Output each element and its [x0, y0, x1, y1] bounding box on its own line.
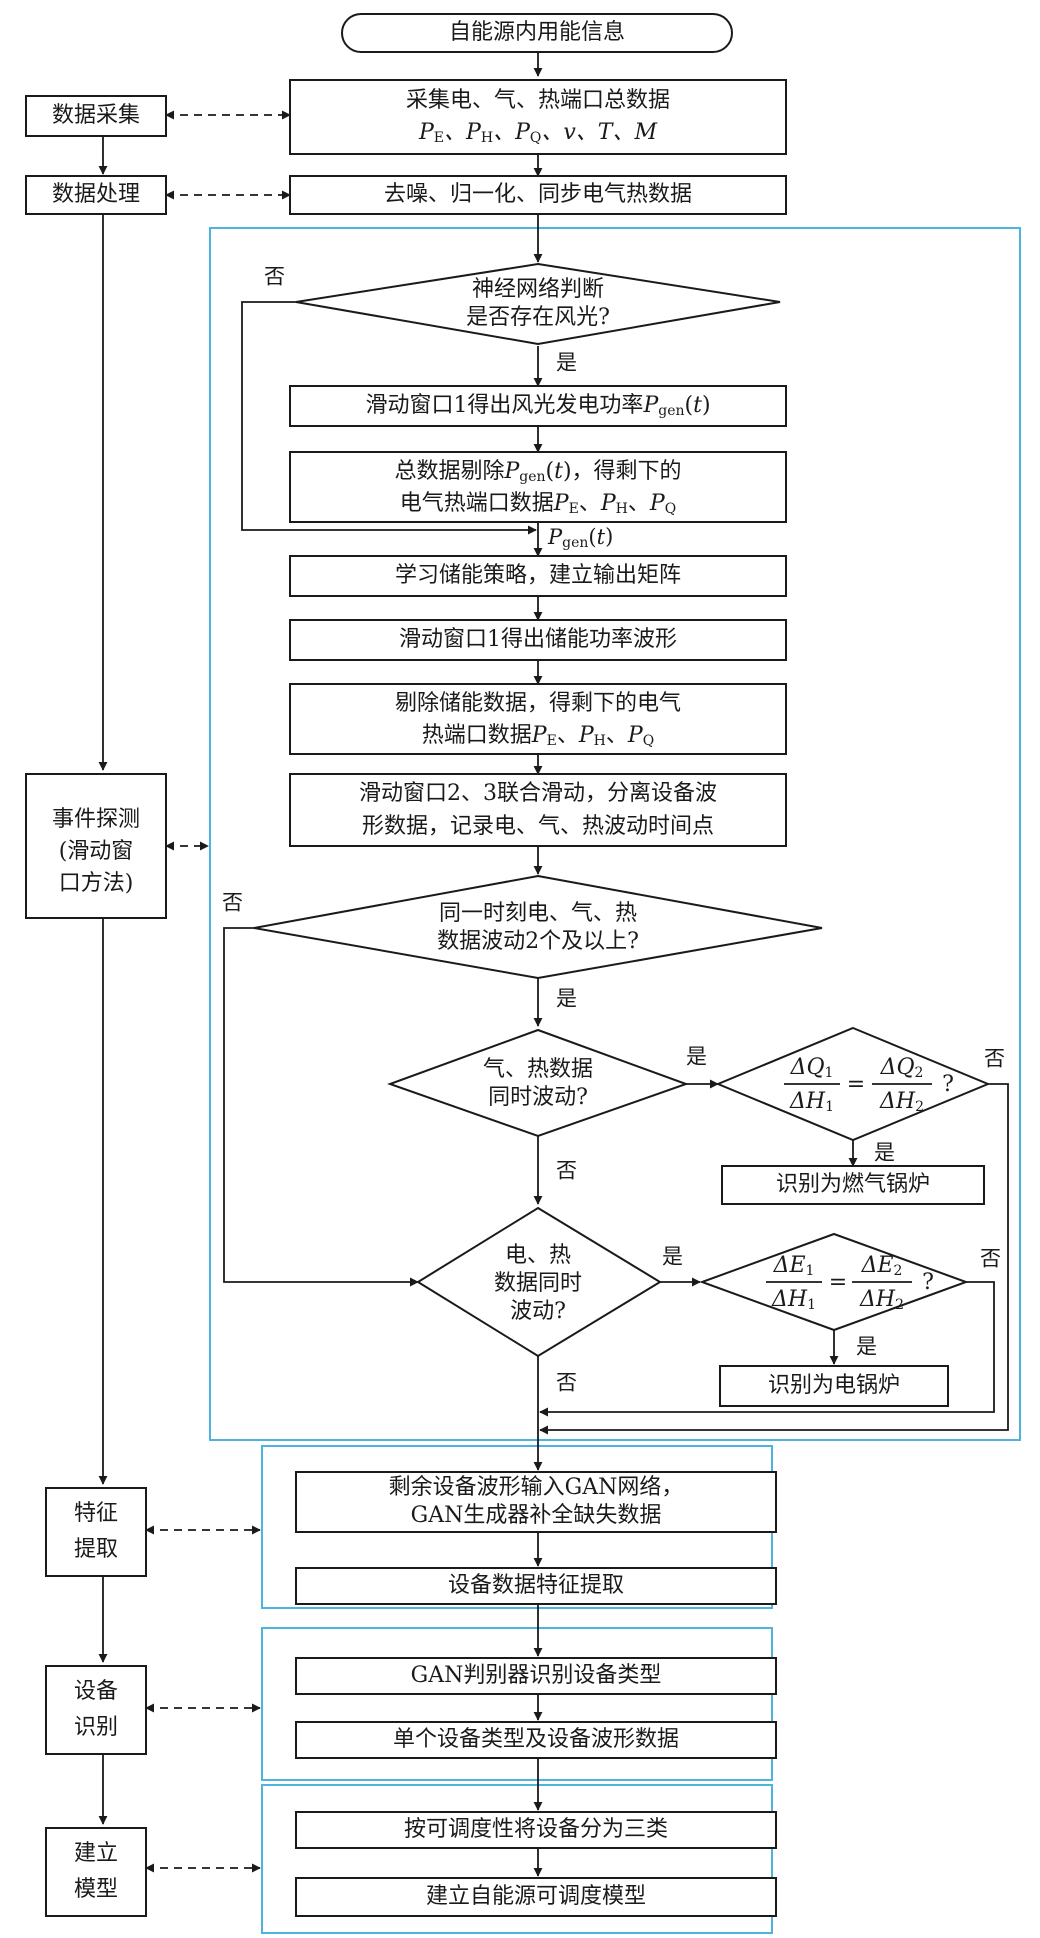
feature-extract-box — [295, 1567, 777, 1605]
decision-gas-heat-line1: 气、热数据 — [483, 1057, 593, 1082]
data-collection-box — [25, 95, 167, 137]
window1-storage-label: 滑动窗口1得出储能功率波形 — [399, 627, 677, 652]
build-model-label: 建立自能源可调度模型 — [426, 1884, 646, 1909]
gan-discriminator-box — [295, 1657, 777, 1695]
device-identification-box — [45, 1665, 147, 1755]
start-terminal-label: 自能源内用能信息 — [449, 20, 625, 45]
start-terminal — [341, 13, 733, 53]
device-identification-frame — [261, 1627, 773, 1781]
electric-boiler-label: 识别为电锅炉 — [768, 1373, 900, 1398]
yes-label-elec-heat: 是 — [662, 1245, 683, 1269]
model-building-box — [45, 1827, 147, 1917]
decision-gas-ratio — [715, 1026, 991, 1142]
no-label-elec-ratio: 否 — [980, 1247, 1001, 1271]
window23-box — [289, 773, 787, 847]
remove-storage-line1: 剔除储能数据，得剩下的电气 — [395, 691, 681, 716]
gas-boiler-box — [721, 1165, 985, 1205]
gan-input-box — [295, 1471, 777, 1533]
model-building-line1: 建立 — [74, 1841, 118, 1866]
svg-text:?: ? — [942, 1072, 954, 1097]
yes-label-gas-heat: 是 — [686, 1045, 707, 1069]
decision-gas-heat — [387, 1028, 689, 1138]
window1-storage-box — [289, 619, 787, 661]
single-device-type-box — [295, 1721, 777, 1759]
window1-generation-label: 滑动窗口1得出风光发电功率Pgen(t) — [365, 393, 710, 419]
denoise-step-label: 去噪、归一化、同步电气热数据 — [384, 182, 692, 207]
remove-storage-box — [289, 683, 787, 755]
decision-elec-heat — [416, 1206, 662, 1358]
classify-label: 按可调度性将设备分为三类 — [404, 1817, 668, 1842]
remove-generation-box — [289, 451, 787, 523]
feature-extraction-box — [45, 1487, 147, 1577]
decision-wind-solar — [295, 262, 781, 346]
data-processing-box — [25, 175, 167, 215]
yes-label-elec-ratio: 是 — [856, 1335, 877, 1359]
decision-elec-heat-line1: 电、热 — [505, 1243, 571, 1268]
remove-generation-line2: 电气热端口数据PE、PH、PQ — [400, 491, 676, 517]
learn-storage-box — [289, 555, 787, 597]
device-identification-line1: 设备 — [74, 1679, 118, 1704]
device-identification-line2: 识别 — [74, 1715, 118, 1740]
learn-storage-label: 学习储能策略，建立输出矩阵 — [395, 563, 681, 588]
decision-elec-heat-line2: 数据同时 — [494, 1271, 582, 1296]
svg-text:?: ? — [922, 1270, 934, 1295]
decision-gas-heat-line2: 同时波动? — [488, 1085, 588, 1110]
event-detection-frame — [209, 227, 1021, 1441]
no-label-gas-heat: 否 — [556, 1159, 577, 1183]
yes-label-multi-fluctuation: 是 — [556, 987, 577, 1011]
no-label-wind-solar: 否 — [264, 265, 285, 289]
gan-input-line1: 剩余设备波形输入GAN网络， — [389, 1475, 684, 1500]
no-label-multi-fluctuation: 否 — [222, 891, 243, 915]
gan-input-line2: GAN生成器补全缺失数据 — [411, 1503, 662, 1528]
decision-wind-solar-line2: 是否存在风光? — [466, 305, 610, 330]
window23-line1: 滑动窗口2、3联合滑动，分离设备波 — [359, 781, 717, 806]
remove-storage-line2: 热端口数据PE、PH、PQ — [422, 723, 654, 749]
data-processing-label: 数据处理 — [52, 182, 140, 207]
no-label-gas-ratio: 否 — [984, 1047, 1005, 1071]
decision-elec-ratio — [699, 1232, 969, 1332]
feature-extraction-line1: 特征 — [74, 1501, 118, 1526]
event-detection-box — [25, 773, 167, 919]
event-detection-line1: 事件探测 — [52, 807, 140, 832]
svg-text:=: = — [829, 1270, 847, 1295]
event-detection-line2: (滑动窗 — [59, 839, 134, 864]
decision-multi-fluctuation-line1: 同一时刻电、气、热 — [439, 901, 637, 926]
electric-boiler-box — [719, 1365, 949, 1407]
no-label-elec-heat: 否 — [556, 1371, 577, 1395]
feature-extraction-line2: 提取 — [74, 1537, 118, 1562]
gas-boiler-label: 识别为燃气锅炉 — [776, 1172, 930, 1197]
data-collection-label: 数据采集 — [52, 103, 140, 128]
yes-label-gas-ratio: 是 — [874, 1141, 895, 1165]
collect-step-line1: 采集电、气、热端口总数据 — [406, 88, 670, 113]
classify-box — [295, 1811, 777, 1849]
yes-label-wind-solar: 是 — [556, 351, 577, 375]
decision-multi-fluctuation — [253, 874, 823, 980]
model-building-frame — [261, 1784, 773, 1934]
decision-multi-fluctuation-line2: 数据波动2个及以上? — [437, 929, 639, 954]
decision-elec-heat-line3: 波动? — [510, 1299, 566, 1324]
svg-text:=: = — [847, 1072, 865, 1097]
window23-line2: 形数据，记录电、气、热波动时间点 — [362, 814, 714, 839]
feature-extract-label: 设备数据特征提取 — [448, 1573, 624, 1598]
single-device-type-label: 单个设备类型及设备波形数据 — [393, 1727, 679, 1752]
pgen-annotation: Pgen(t) — [547, 525, 613, 552]
gan-discriminator-label: GAN判别器识别设备类型 — [411, 1663, 662, 1688]
decision-wind-solar-line1: 神经网络判断 — [472, 277, 604, 302]
model-building-line2: 模型 — [74, 1877, 118, 1902]
collect-step-variables: PE、PH、PQ、v、T、M — [418, 120, 657, 146]
window1-generation-box — [289, 385, 787, 427]
build-model-box — [295, 1877, 777, 1917]
denoise-step-box — [289, 175, 787, 215]
collect-step-box — [289, 79, 787, 155]
event-detection-line3: 口方法) — [59, 871, 134, 896]
